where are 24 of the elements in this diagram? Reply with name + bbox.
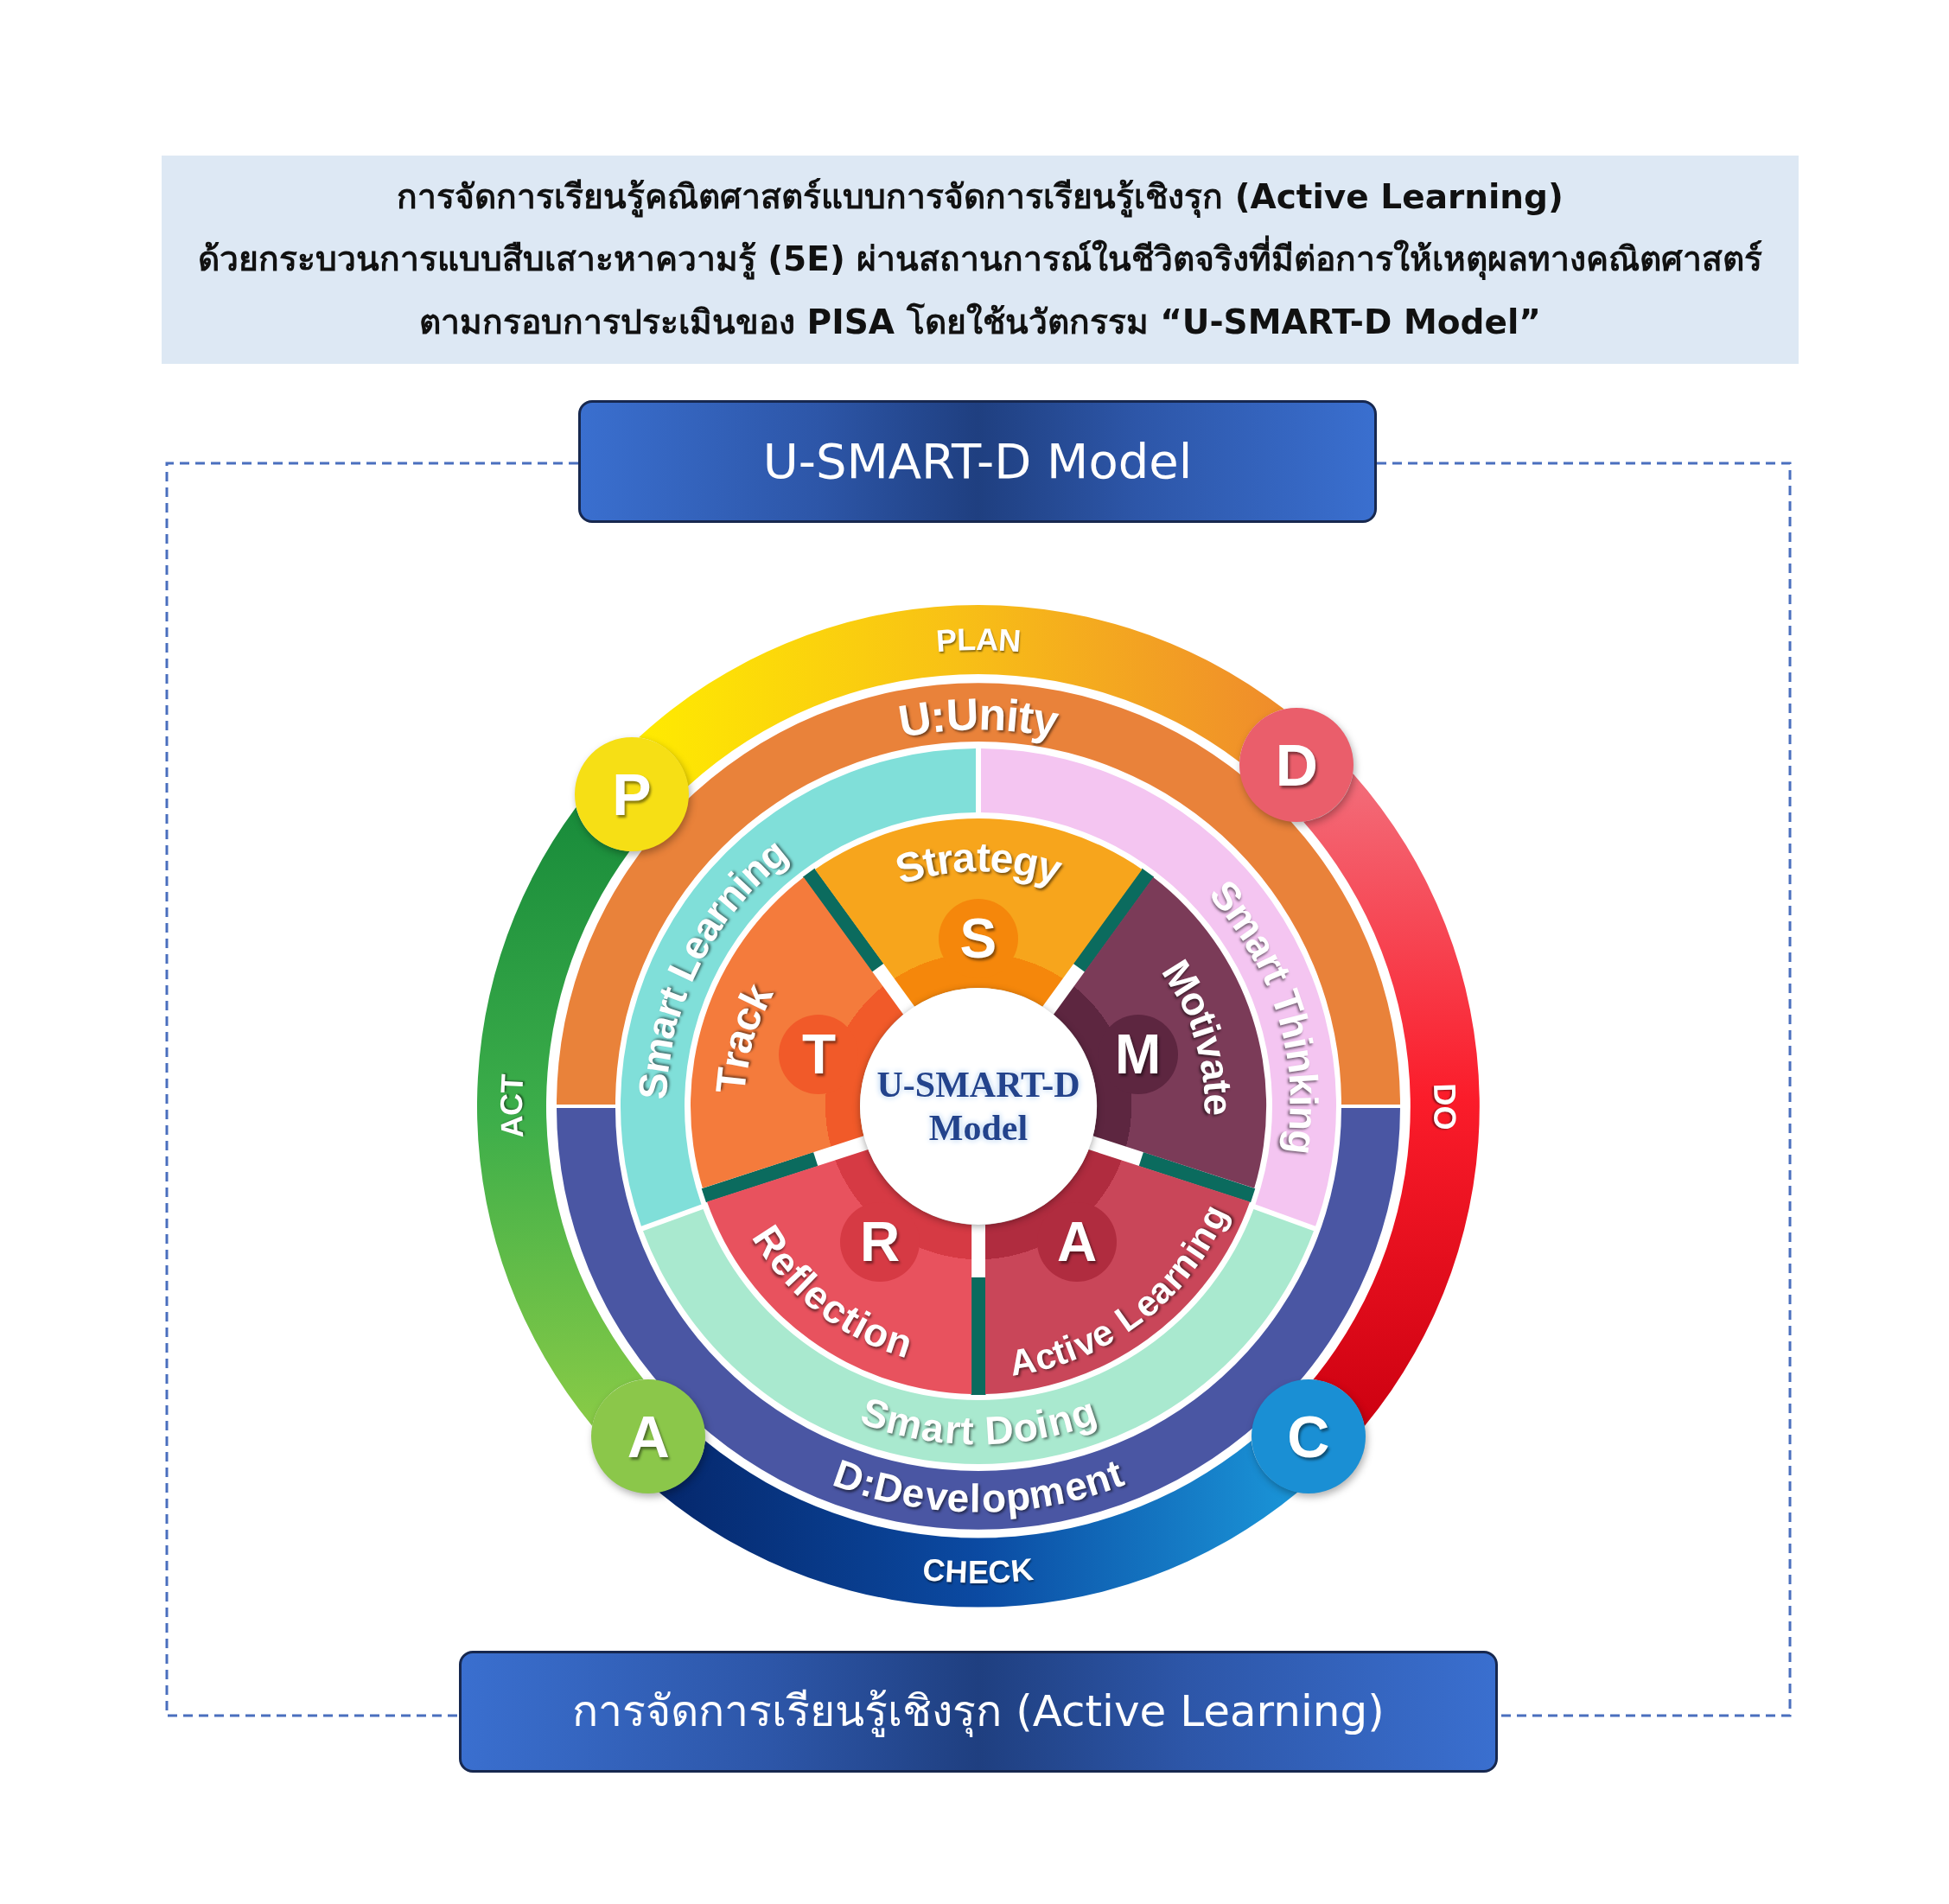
cycle-label: CHECK: [921, 1554, 1035, 1589]
step-letter: R: [859, 1213, 901, 1270]
sector-label: Strategy: [890, 836, 1067, 891]
step-letter: M: [1115, 1027, 1162, 1083]
sector-label: Track: [710, 977, 780, 1095]
step-letter: S: [959, 911, 997, 966]
ring-label: Smart Doing: [856, 1390, 1101, 1451]
banner-title: การจัดการเรียนรู้เชิงรุก (Active Learning): [572, 1685, 1385, 1739]
cycle-label: DO: [1429, 1082, 1462, 1130]
cycle-label: PLAN: [934, 623, 1022, 658]
banner-title: U-SMART-D Model: [762, 432, 1193, 491]
cycle-letter: P: [612, 764, 652, 824]
ring-label: D:Development: [829, 1453, 1129, 1519]
step-letter: A: [1057, 1213, 1098, 1270]
cycle-letter: D: [1275, 735, 1318, 795]
step-letter: T: [802, 1027, 837, 1083]
cycle-letter: C: [1287, 1406, 1330, 1466]
footer-banner: [459, 1651, 1498, 1773]
ring-label: U:Unity: [895, 691, 1062, 744]
dashed-connector: [1377, 462, 1792, 1717]
cycle-label: ACT: [495, 1073, 529, 1139]
page-title: การจัดการเรียนรู้คณิตศาสตร์แบบการจัดการเรียนรู้เชิงรุก (Active Learning) ด้วยกระบวนการแบบสืบเสาะหาความรู้ (5E) ผ่านสถานการณ์ในชีวิตจริงที่มีต่อการให้เหตุผลทางคณิตศาสตร์ ตามกรอบการประเมินของ PISA โดยใช้นวัตกรรม “U-SMART-D Model”: [196, 176, 1764, 343]
cycle-letter: A: [627, 1406, 670, 1466]
header-banner: [578, 400, 1377, 523]
